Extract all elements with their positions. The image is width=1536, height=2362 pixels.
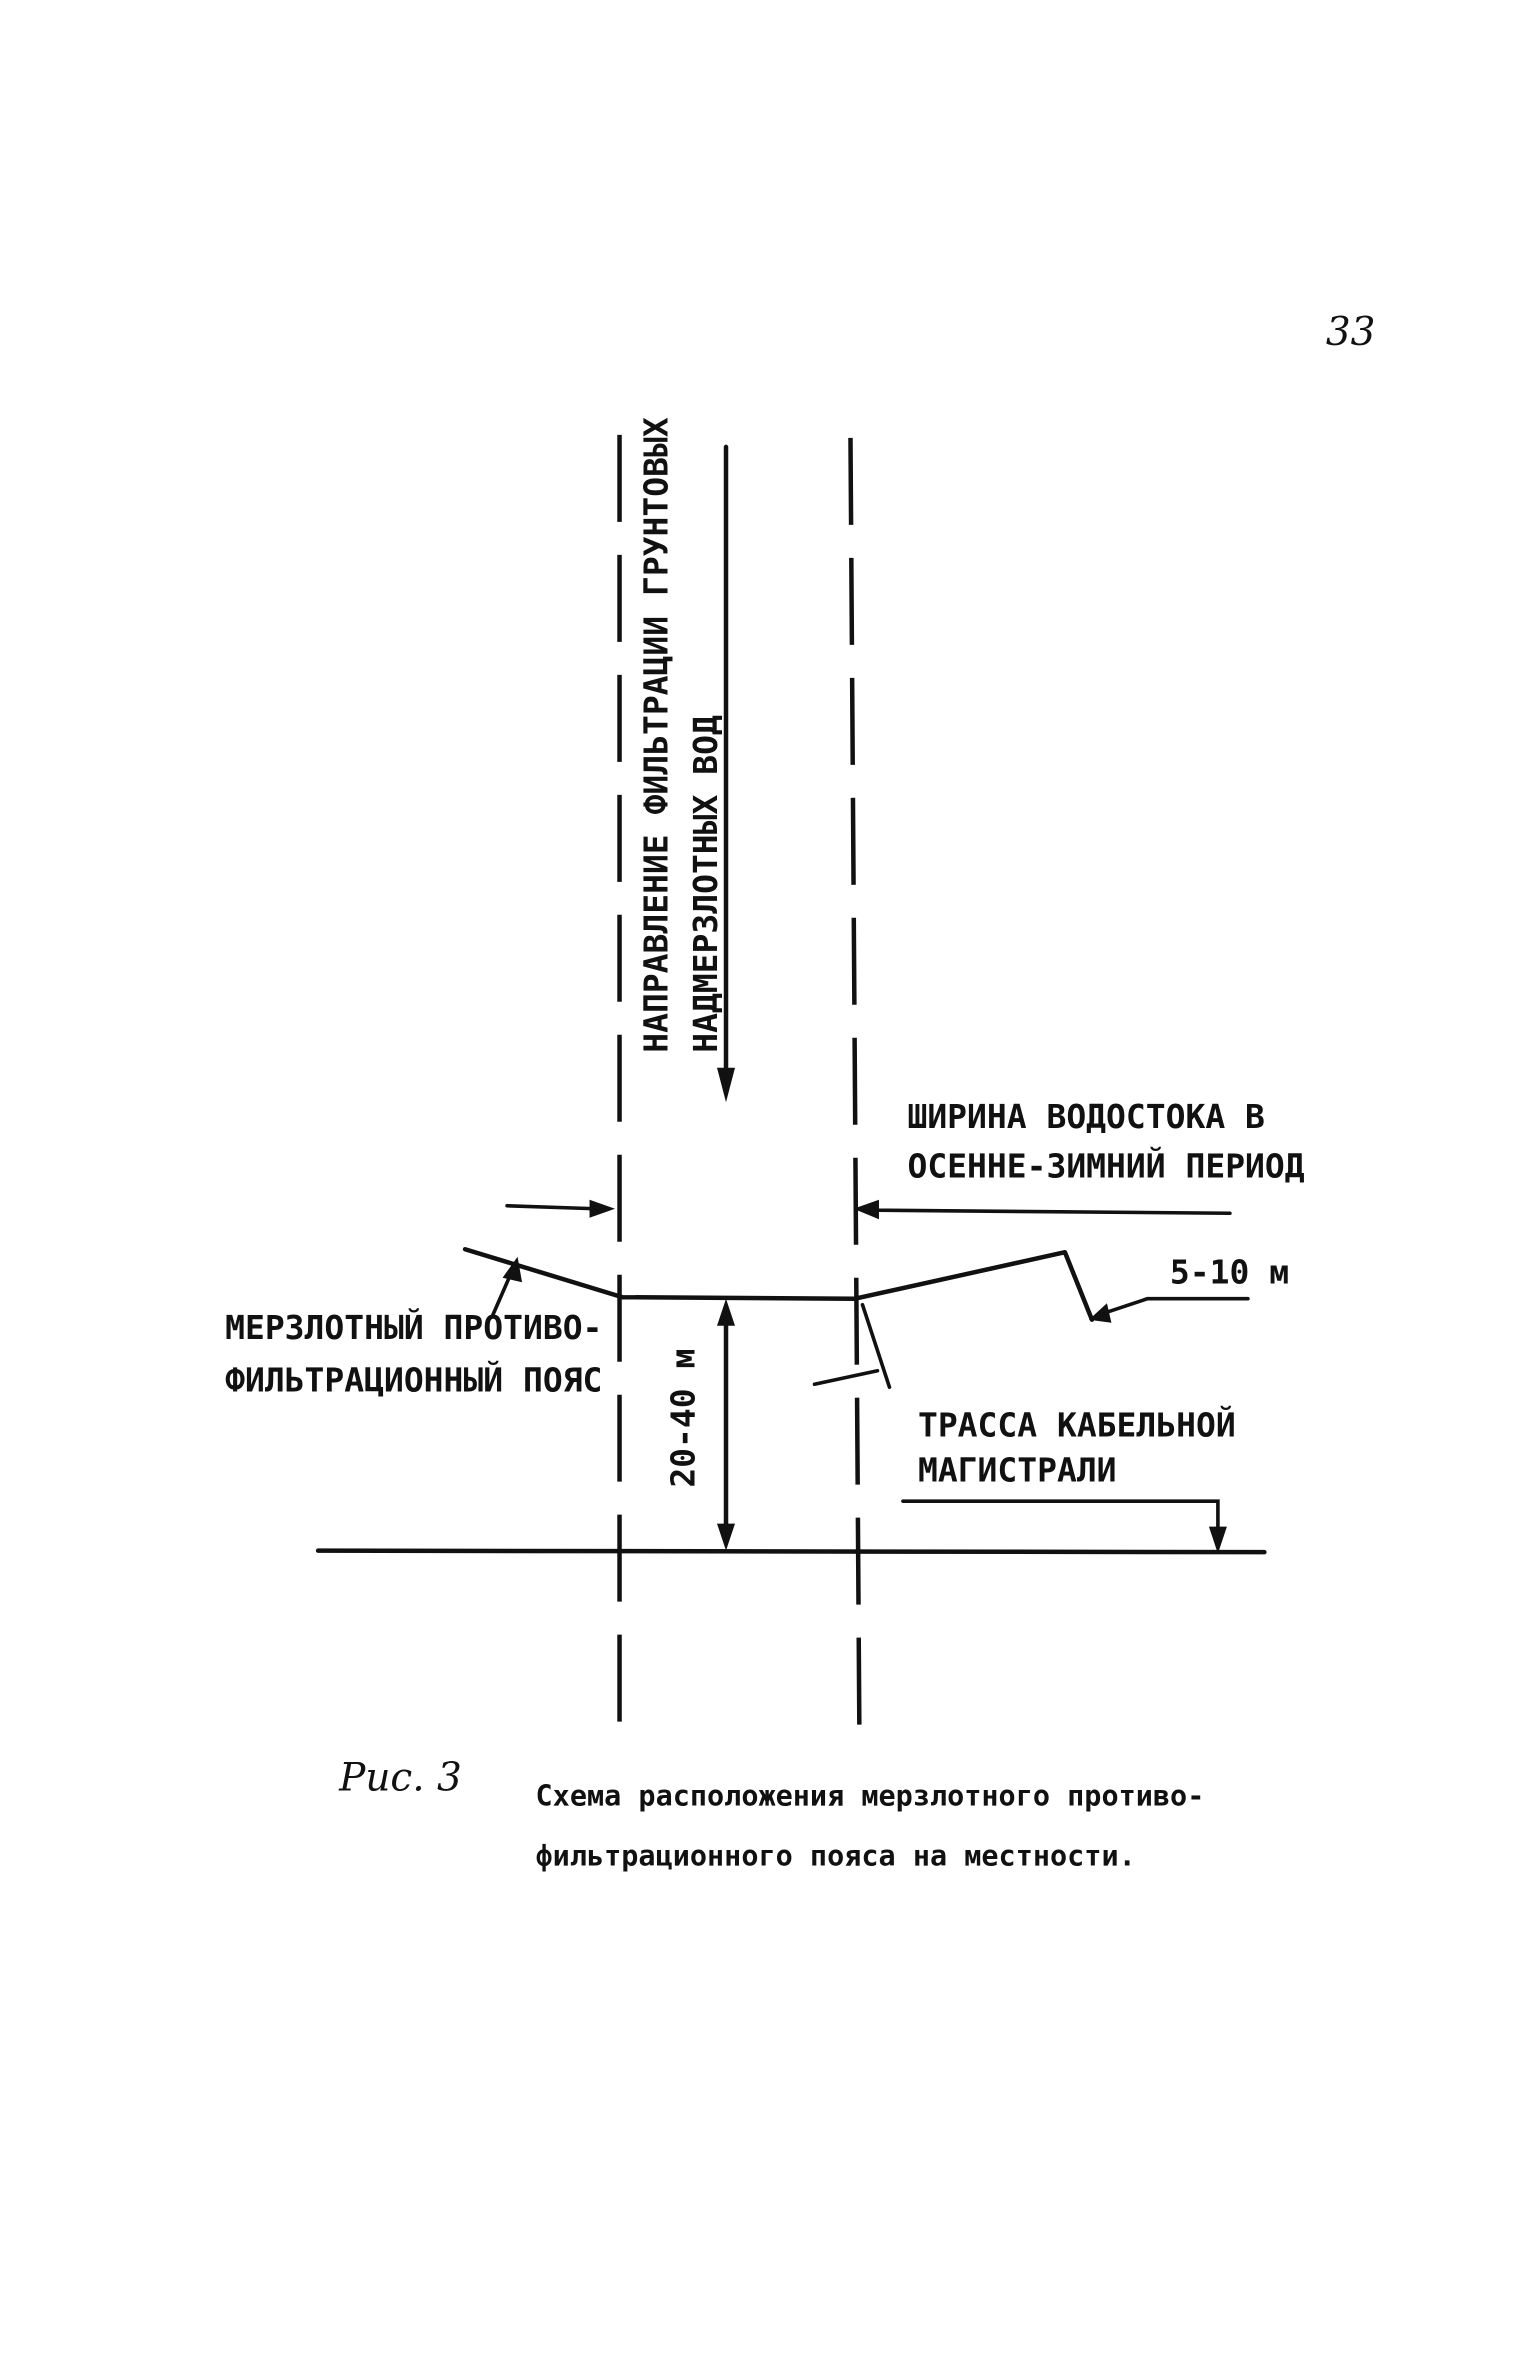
- distance-arrowhead-top: [717, 1298, 736, 1326]
- belt-edge-tick: [812, 1368, 880, 1387]
- caption-line2: фильтрационного пояса на местности.: [536, 1840, 1136, 1873]
- page-number: 33: [1326, 310, 1376, 355]
- channel-width-arrowhead-right: [853, 1199, 879, 1220]
- channel-width-arrow-right: [875, 1208, 1232, 1216]
- belt-name-line1: МЕРЗЛОТНЫЙ ПРОТИВО-: [225, 1307, 602, 1347]
- cable-route-leader: [901, 1499, 1220, 1535]
- cable-route-leader-head: [1208, 1526, 1227, 1554]
- cable-route-line2: МАГИСТРАЛИ: [918, 1451, 1117, 1490]
- cable-route-line: [315, 1548, 1267, 1555]
- flow-direction-label: НАПРАВЛЕНИЕ ФИЛЬТРАЦИИ ГРУНТОВЫХ НАДМЕРЗ…: [637, 417, 725, 1053]
- belt-name-leader-head: [502, 1256, 523, 1283]
- cable-route-line1: ТРАССА КАБЕЛЬНОЙ: [918, 1405, 1236, 1445]
- caption-line1: Схема расположения мерзлотного противо-: [536, 1780, 1205, 1813]
- frozen-belt-outline: [462, 1246, 1095, 1322]
- flow-direction-line2: НАДМЕРЗЛОТНЫХ ВОД: [686, 715, 725, 1053]
- belt-width-leader-head: [1088, 1303, 1112, 1323]
- channel-width-arrow-left: [505, 1203, 598, 1211]
- channel-width-arrowhead-left: [589, 1199, 616, 1218]
- distance-arrowhead-bottom: [717, 1523, 736, 1551]
- channel-width-line1: ШИРИНА ВОДОСТОКА В: [907, 1097, 1264, 1136]
- belt-right-edge: [860, 1302, 892, 1390]
- belt-name-line2: ФИЛЬТРАЦИОННЫЙ ПОЯС: [225, 1360, 602, 1400]
- figure-label: Рис. 3: [338, 1756, 462, 1801]
- flow-direction-arrowhead: [717, 1067, 736, 1103]
- channel-width-line2: ОСЕННЕ-ЗИМНИЙ ПЕРИОД: [907, 1145, 1304, 1185]
- belt-width-value: 5-10 м: [1170, 1253, 1289, 1292]
- flow-direction-line1: НАПРАВЛЕНИЕ ФИЛЬТРАЦИИ ГРУНТОВЫХ: [637, 417, 676, 1053]
- distance-value: 20-40 м: [664, 1349, 703, 1488]
- right-channel-boundary: [848, 437, 862, 1748]
- belt-width-leader: [1100, 1296, 1250, 1316]
